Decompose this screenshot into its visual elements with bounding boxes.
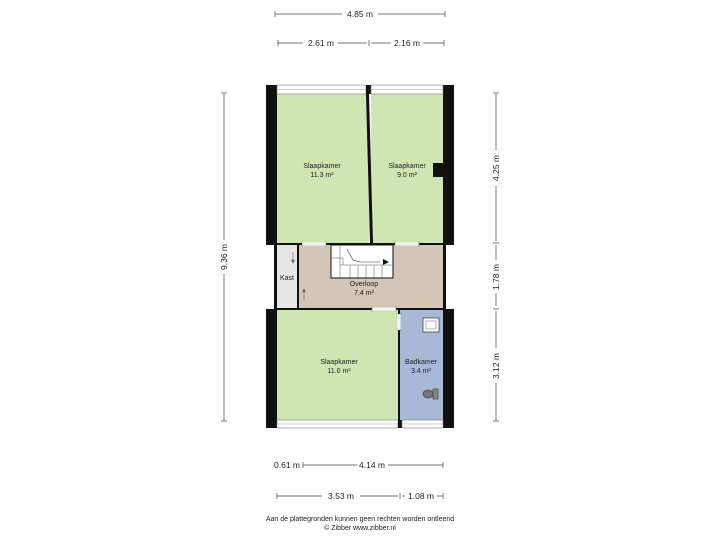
room-fill-bedroom-2 — [371, 94, 443, 243]
wall-bathroom — [398, 310, 400, 420]
wall-right-mid — [443, 245, 446, 309]
dim-right-top: 4.25 m — [491, 155, 501, 181]
door-bedroom-3 — [372, 307, 396, 311]
label-bedroom-3-name: Slaapkamer — [320, 359, 358, 366]
door-bathroom — [397, 314, 401, 330]
dim-right-bottom: 3.12 m — [491, 353, 501, 379]
dim-top-right: 2.16 m — [394, 38, 420, 48]
label-bedroom-2-area: 9.0 m² — [397, 172, 418, 179]
door-bedroom-2 — [395, 242, 419, 246]
wall-top-divider — [366, 85, 371, 94]
dim-bottom-lower-left: 3.53 m — [328, 491, 354, 501]
wall-right-lower — [443, 309, 454, 428]
wall-closet — [297, 245, 299, 308]
footer-disclaimer: Aan de plattegronden kunnen geen rechten… — [265, 516, 455, 523]
bathroom-sink — [422, 317, 440, 333]
wall-left-lower — [266, 309, 277, 428]
dim-top-left: 2.61 m — [308, 38, 334, 48]
label-closet-name: Kast — [280, 275, 294, 282]
label-landing-name: Overloop — [350, 281, 379, 288]
wall-upper-horizontal — [277, 243, 443, 245]
label-bedroom-1-name: Slaapkamer — [303, 163, 341, 170]
dim-top-total: 4.85 m — [347, 9, 373, 19]
label-bathroom-name: Badkamer — [405, 359, 438, 366]
stair-direction-arrow-icon — [383, 259, 389, 265]
room-fill-bedroom-3 — [277, 310, 398, 420]
dim-left-total: 9.36 m — [219, 244, 229, 270]
toilet-icon — [422, 388, 439, 400]
dim-bottom-lower-right: 1.08 m — [408, 491, 434, 501]
label-landing-area: 7.4 m² — [354, 290, 375, 297]
wall-bottom-divider — [398, 420, 402, 428]
wall-right-upper — [443, 85, 454, 245]
dim-bottom-upper-right: 4.14 m — [359, 460, 385, 470]
footer-credit: © Zibber www.zibber.nl — [324, 525, 396, 532]
closet-arrows-icon — [291, 252, 306, 300]
label-bedroom-3-area: 11.0 m² — [327, 368, 351, 375]
dim-right-middle: 1.78 m — [491, 264, 501, 290]
door-bedroom-1 — [302, 242, 326, 246]
wall-between-bedrooms — [366, 94, 373, 243]
chimney — [433, 163, 443, 177]
wall-left-upper — [266, 85, 277, 245]
dim-bottom-upper-left: 0.61 m — [274, 460, 300, 470]
label-bedroom-2-name: Slaapkamer — [388, 163, 426, 170]
staircase — [330, 244, 394, 279]
room-fill-bedroom-1 — [277, 94, 369, 243]
label-bathroom-area: 3.4 m² — [411, 368, 432, 375]
wall-left-mid — [274, 245, 277, 309]
label-bedroom-1-area: 11.3 m² — [310, 172, 334, 179]
wall-lower-horizontal — [277, 308, 443, 310]
